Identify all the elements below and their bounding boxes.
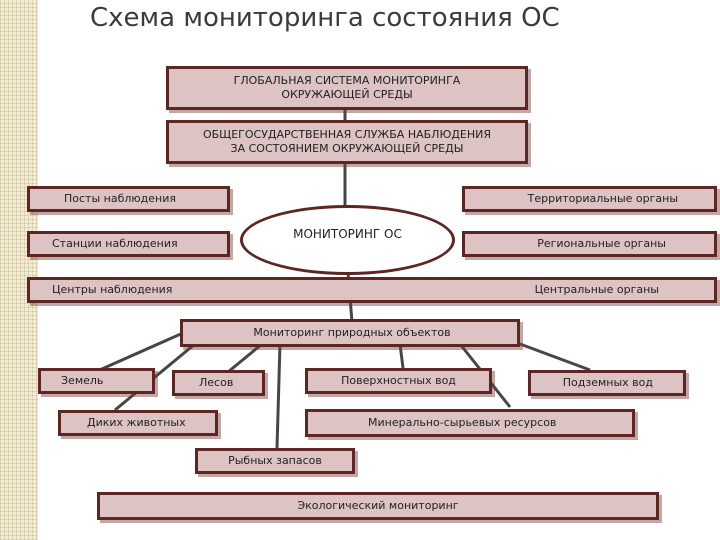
connector-natural-land xyxy=(94,331,184,374)
surface-water-box: Поверхностных вод xyxy=(305,368,492,394)
forests-box: Лесов xyxy=(172,370,265,396)
territorial-organs-box: Территориальные органы xyxy=(462,186,717,212)
global-monitoring-system-box: ГЛОБАЛЬНАЯ СИСТЕМА МОНИТОРИНГА ОКРУЖАЮЩЕ… xyxy=(166,66,528,110)
decorative-strip xyxy=(0,0,38,540)
connector-natural-animals xyxy=(114,342,196,412)
land-box: Земель xyxy=(38,368,155,394)
connector-natural-ground xyxy=(519,342,591,372)
ground-water-box: Подземных вод xyxy=(528,370,686,396)
state-observation-service-box: ОБЩЕГОСУДАРСТВЕННАЯ СЛУЖБА НАБЛЮДЕНИЯ ЗА… xyxy=(166,120,528,164)
connector-natural-surface xyxy=(398,343,405,369)
natural-objects-monitoring-box: Мониторинг природных объектов xyxy=(180,319,520,347)
central-organs-label: Центральные органы xyxy=(534,283,659,296)
mineral-resources-box: Минерально-сырьевых ресурсов xyxy=(305,409,635,437)
wild-animals-box: Диких животных xyxy=(58,410,218,436)
ecological-monitoring-box: Экологический мониторинг xyxy=(97,492,659,520)
connector-natural-forests xyxy=(227,342,263,374)
observation-centers-box: Центры наблюдения xyxy=(27,277,717,303)
central-monitoring-oval: МОНИТОРИНГ ОС xyxy=(240,205,455,275)
connector-natural-fish xyxy=(275,343,282,449)
observation-stations-box: Станции наблюдения xyxy=(27,231,230,257)
page-title: Схема мониторинга состояния ОС xyxy=(90,3,560,33)
observation-posts-box: Посты наблюдения xyxy=(27,186,230,212)
fish-stocks-box: Рыбных запасов xyxy=(195,448,355,474)
regional-organs-box: Региональные органы xyxy=(462,231,717,257)
